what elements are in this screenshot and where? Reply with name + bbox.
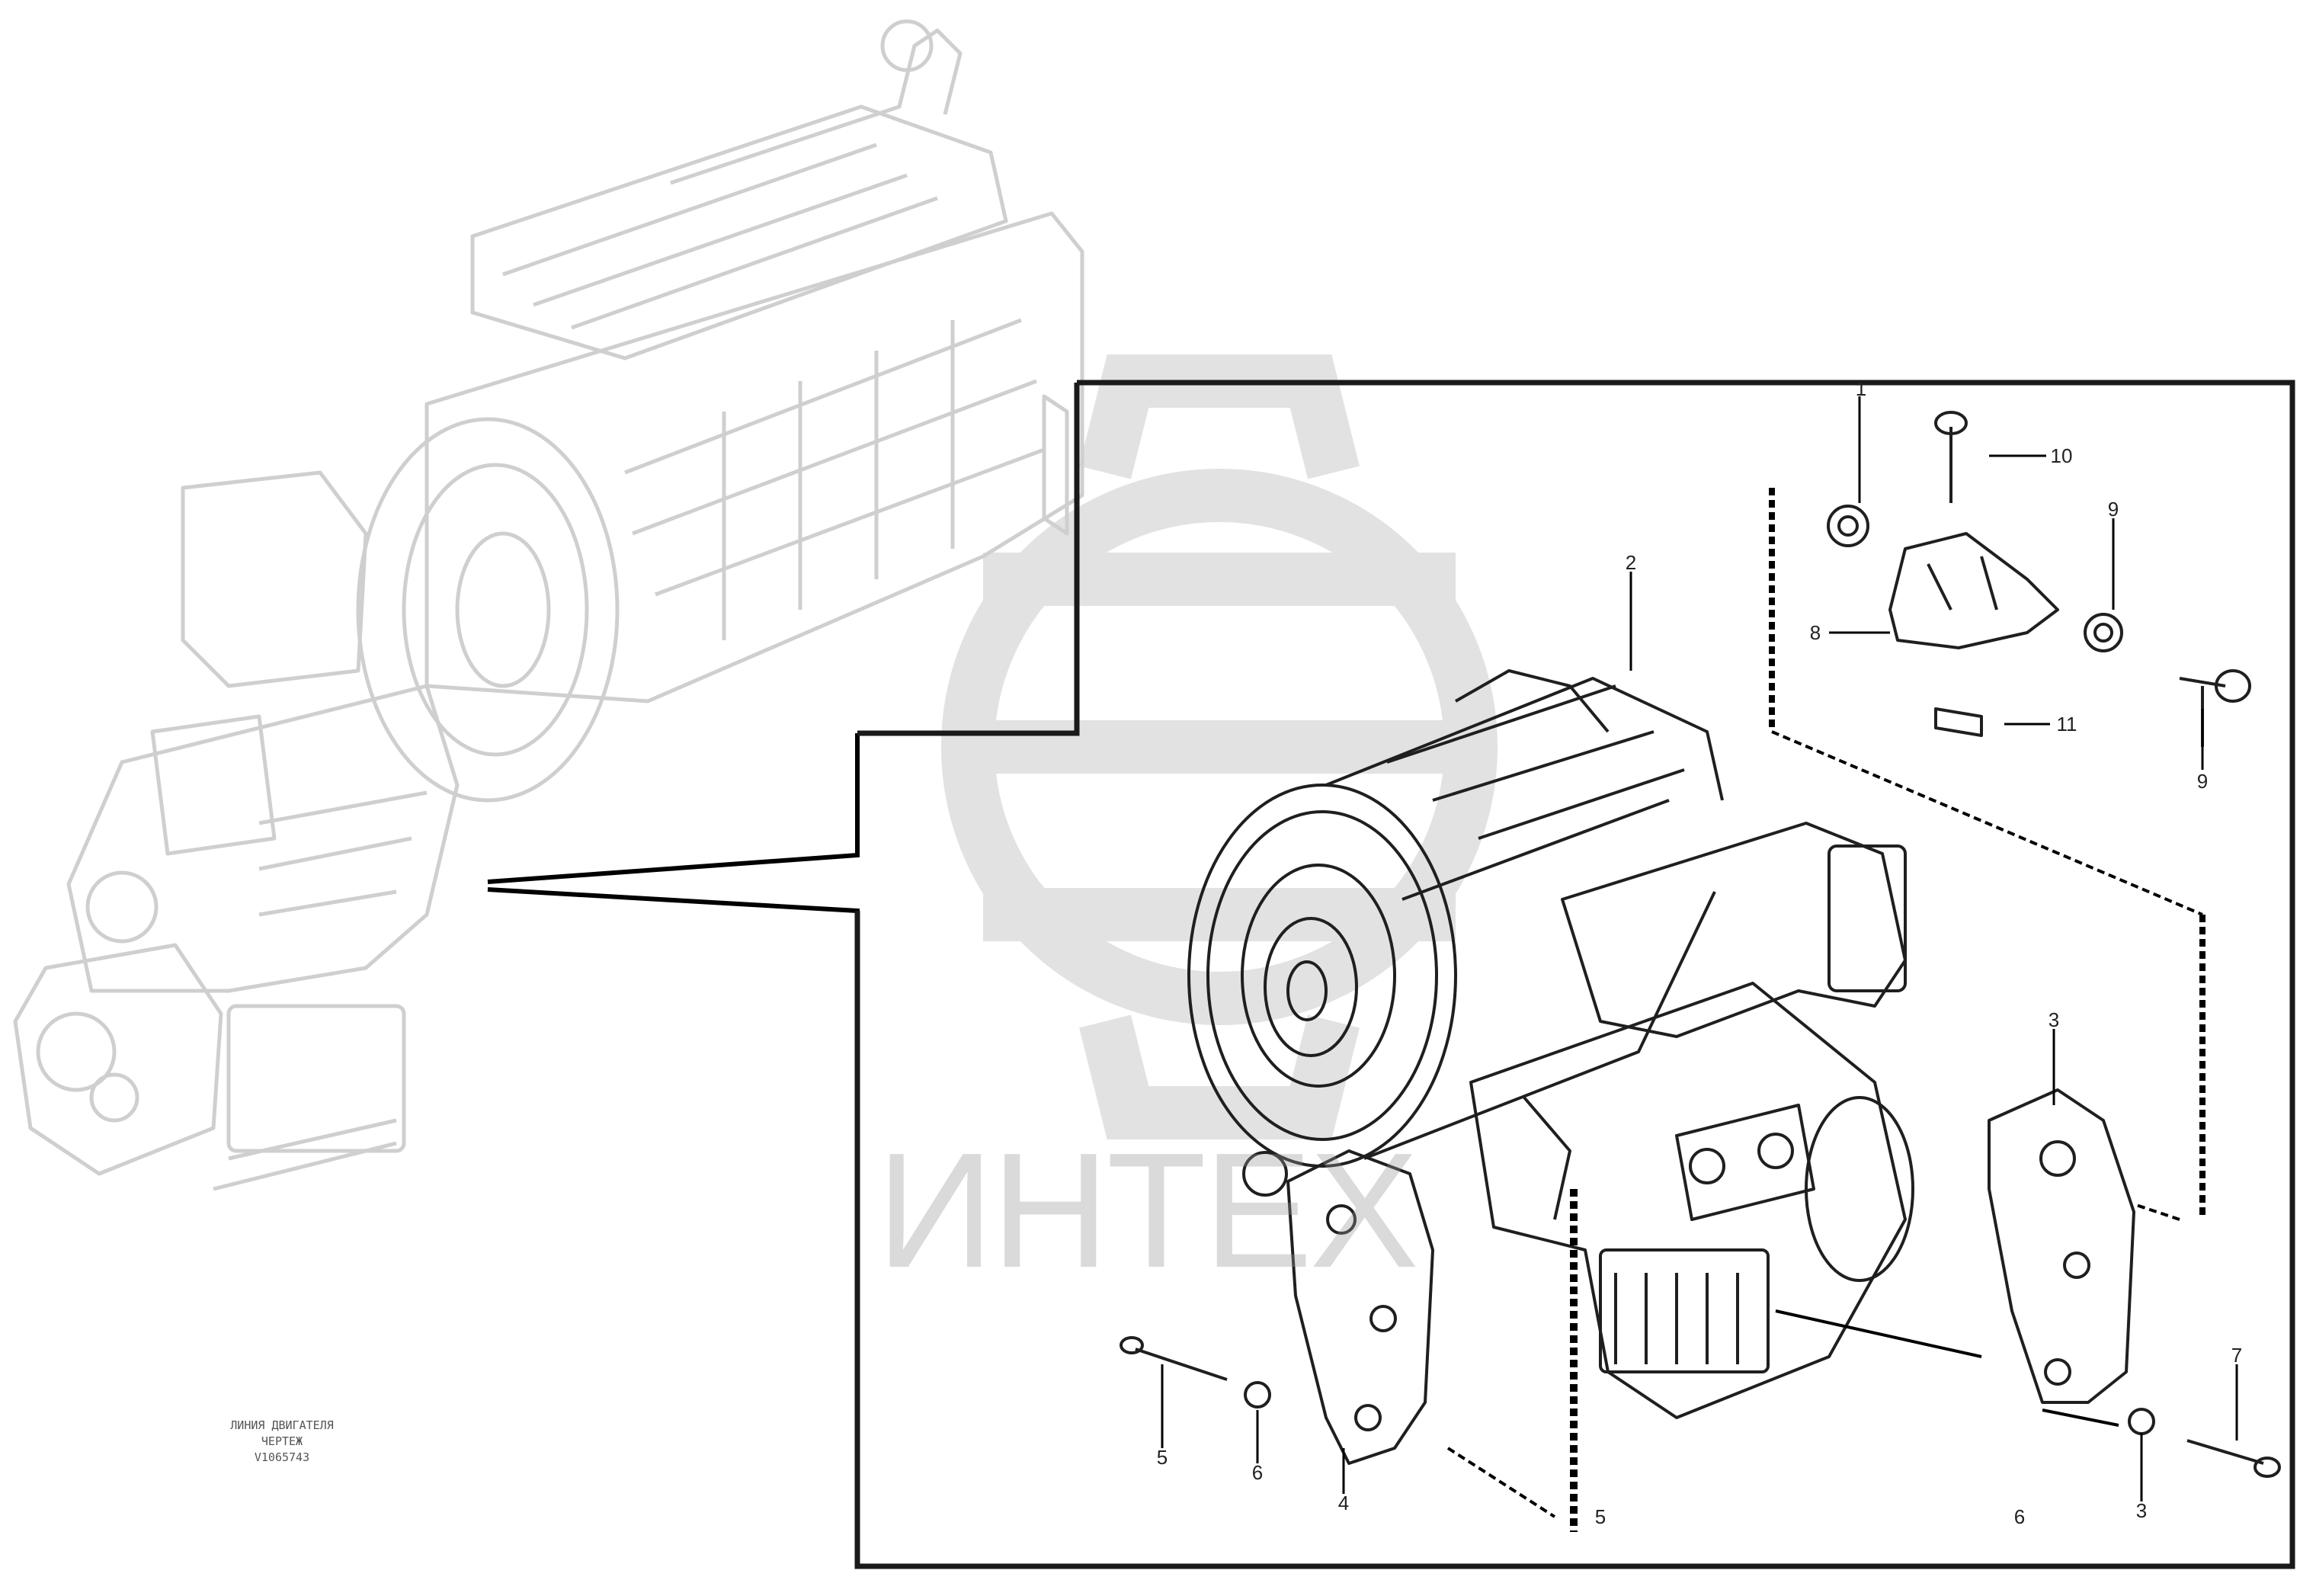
callout-7: 7 [2231,1344,2243,1367]
drawing-reference-code: V1065743 [254,1450,310,1464]
callout-2: 2 [1625,551,1637,574]
mounting-bracket-left [1242,1149,1434,1465]
drawing-reference-line2: ЧЕРТЕЖ [261,1434,303,1448]
callout-9b: 9 [2196,770,2209,793]
callout-8: 8 [1809,621,1821,644]
callout-5b: 5 [1594,1505,1606,1528]
callout-9: 9 [2107,498,2119,521]
callout-3b: 3 [2135,1499,2148,1522]
detail-leader [487,733,860,1038]
drawing-reference: ЛИНИЯ ДВИГАТЕЛЯ ЧЕРТЕЖ V1065743 [206,1418,358,1466]
engine-overview [13,19,1084,1191]
watermark-logo [941,354,1498,1139]
callout-6b: 6 [2013,1505,2026,1528]
detail-frame [854,380,2295,1569]
assembly-lines [1446,488,2206,1532]
mounting-bracket-right [1988,1088,2135,1404]
callout-6: 6 [1251,1461,1264,1484]
component-assembly [1187,669,1914,1419]
callout-3: 3 [2048,1008,2060,1031]
callout-11: 11 [2056,713,2077,736]
callout-1: 1 [1855,377,1867,400]
callout-5: 5 [1156,1446,1168,1469]
callout-leaders [1161,396,2238,1501]
callout-10: 10 [2050,444,2073,467]
callout-4: 4 [1337,1492,1350,1514]
watermark-text: ИНТЕХ [876,1118,1419,1302]
drawing-reference-line1: ЛИНИЯ ДВИГАТЕЛЯ [230,1418,334,1432]
